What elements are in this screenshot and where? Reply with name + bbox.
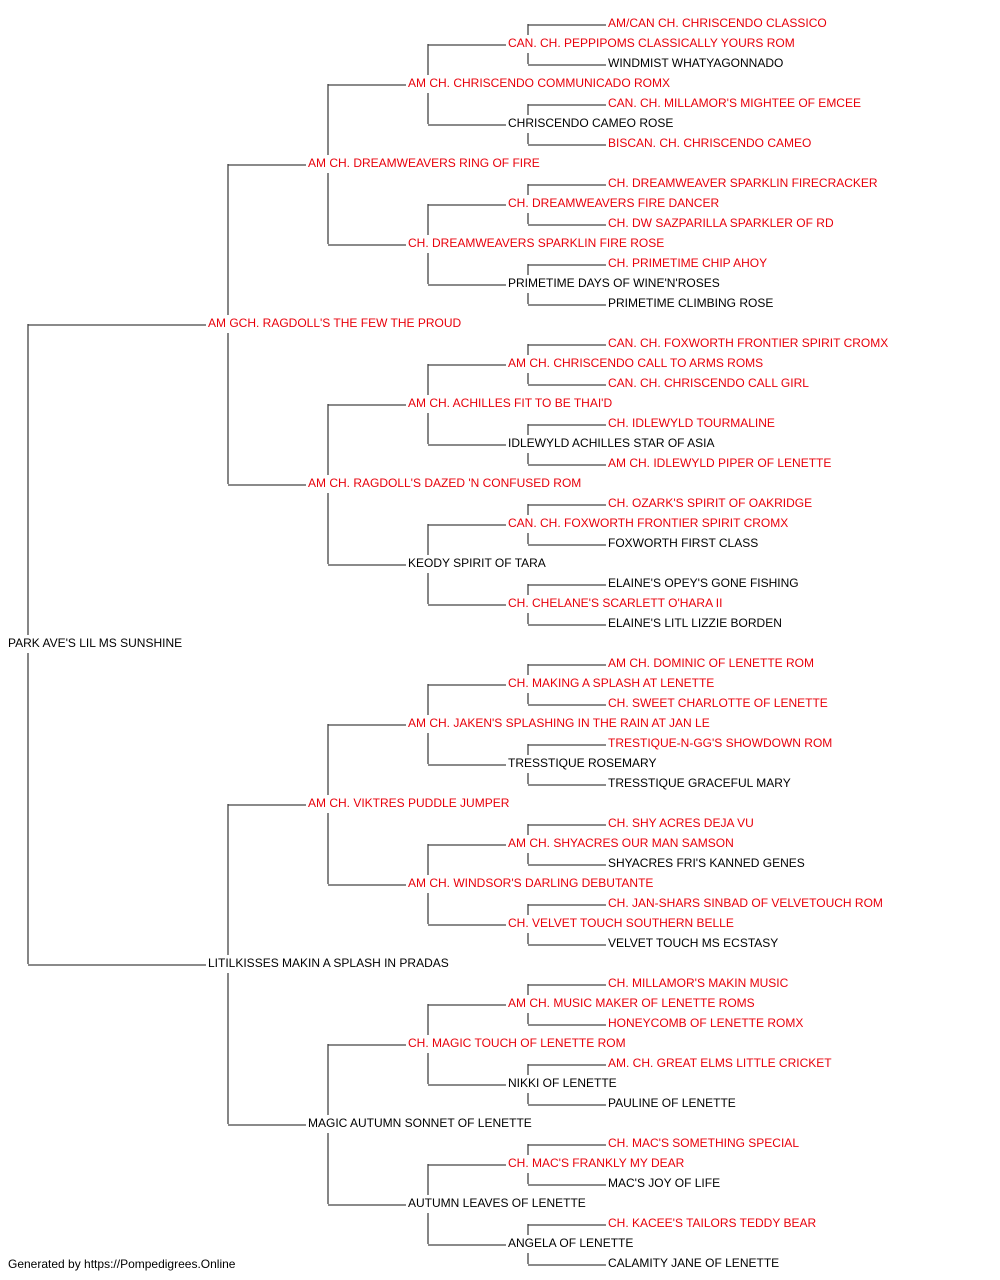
pedigree-node: CH. VELVET TOUCH SOUTHERN BELLE [508,916,734,930]
pedigree-node: IDLEWYLD ACHILLES STAR OF ASIA [508,436,715,450]
pedigree-node: ELAINE'S LITL LIZZIE BORDEN [608,616,782,630]
pedigree-node: CH. MAGIC TOUCH OF LENETTE ROM [408,1036,626,1050]
pedigree-node: CH. JAN-SHARS SINBAD OF VELVETOUCH ROM [608,896,883,910]
pedigree-node: ELAINE'S OPEY'S GONE FISHING [608,576,799,590]
pedigree-node: AUTUMN LEAVES OF LENETTE [408,1196,586,1210]
pedigree-node: AM CH. VIKTRES PUDDLE JUMPER [308,796,510,810]
pedigree-node: CH. PRIMETIME CHIP AHOY [608,256,767,270]
pedigree-node: CH. CHELANE'S SCARLETT O'HARA II [508,596,722,610]
pedigree-node: ANGELA OF LENETTE [508,1236,633,1250]
footer-credit: Generated by https://Pompedigrees.Online [8,1257,236,1271]
pedigree-node: CH. DREAMWEAVERS SPARKLIN FIRE ROSE [408,236,664,250]
pedigree-node: CH. MAC'S FRANKLY MY DEAR [508,1156,685,1170]
pedigree-node: CH. MAC'S SOMETHING SPECIAL [608,1136,799,1150]
pedigree-node: AM CH. SHYACRES OUR MAN SAMSON [508,836,734,850]
pedigree-node: AM CH. CHRISCENDO CALL TO ARMS ROMS [508,356,763,370]
pedigree-node: AM GCH. RAGDOLL'S THE FEW THE PROUD [208,316,462,330]
pedigree-node: AM CH. JAKEN'S SPLASHING IN THE RAIN AT … [408,716,710,730]
pedigree-node: AM CH. IDLEWYLD PIPER OF LENETTE [608,456,831,470]
pedigree-node: TRESSTIQUE ROSEMARY [508,756,656,770]
pedigree-node: CH. OZARK'S SPIRIT OF OAKRIDGE [608,496,812,510]
pedigree-node: AM CH. RAGDOLL'S DAZED 'N CONFUSED ROM [308,476,581,490]
pedigree-node: LITILKISSES MAKIN A SPLASH IN PRADAS [208,956,449,970]
pedigree-node: CH. DREAMWEAVERS FIRE DANCER [508,196,719,210]
pedigree-node: AM CH. MUSIC MAKER OF LENETTE ROMS [508,996,755,1010]
pedigree-node: CH. IDLEWYLD TOURMALINE [608,416,775,430]
pedigree-node: CH. KACEE'S TAILORS TEDDY BEAR [608,1216,816,1230]
pedigree-node: AM CH. WINDSOR'S DARLING DEBUTANTE [408,876,653,890]
pedigree-node: VELVET TOUCH MS ECSTASY [608,936,778,950]
pedigree-node: MAC'S JOY OF LIFE [608,1176,720,1190]
pedigree-node: MAGIC AUTUMN SONNET OF LENETTE [308,1116,532,1130]
pedigree-node: CAN. CH. PEPPIPOMS CLASSICALLY YOURS ROM [508,36,795,50]
pedigree-node: HONEYCOMB OF LENETTE ROMX [608,1016,803,1030]
pedigree-node: AM. CH. GREAT ELMS LITTLE CRICKET [608,1056,832,1070]
pedigree-node: FOXWORTH FIRST CLASS [608,536,758,550]
pedigree-node: AM CH. CHRISCENDO COMMUNICADO ROMX [408,76,670,90]
pedigree-node: CAN. CH. CHRISCENDO CALL GIRL [608,376,809,390]
pedigree-node: PARK AVE'S LIL MS SUNSHINE [8,636,182,650]
pedigree-node: KEODY SPIRIT OF TARA [408,556,546,570]
pedigree-node: PRIMETIME CLIMBING ROSE [608,296,773,310]
pedigree-node: CAN. CH. MILLAMOR'S MIGHTEE OF EMCEE [608,96,861,110]
pedigree-node: CAN. CH. FOXWORTH FRONTIER SPIRIT CROMX [508,516,788,530]
pedigree-node: WINDMIST WHATYAGONNADO [608,56,783,70]
pedigree-node: PAULINE OF LENETTE [608,1096,736,1110]
pedigree-node: AM CH. ACHILLES FIT TO BE THAI'D [408,396,612,410]
pedigree-node: CH. MAKING A SPLASH AT LENETTE [508,676,714,690]
pedigree-node: CH. SWEET CHARLOTTE OF LENETTE [608,696,828,710]
pedigree-node: AM CH. DOMINIC OF LENETTE ROM [608,656,814,670]
pedigree-node: CALAMITY JANE OF LENETTE [608,1256,779,1270]
pedigree-node: BISCAN. CH. CHRISCENDO CAMEO [608,136,811,150]
pedigree-node: TRESTIQUE-N-GG'S SHOWDOWN ROM [608,736,832,750]
pedigree-node: AM CH. DREAMWEAVERS RING OF FIRE [308,156,540,170]
pedigree-node: CH. MILLAMOR'S MAKIN MUSIC [608,976,789,990]
pedigree-node: CHRISCENDO CAMEO ROSE [508,116,673,130]
pedigree-node: CH. DW SAZPARILLA SPARKLER OF RD [608,216,834,230]
pedigree-node: CH. DREAMWEAVER SPARKLIN FIRECRACKER [608,176,878,190]
pedigree-node: NIKKI OF LENETTE [508,1076,617,1090]
pedigree-node: CH. SHY ACRES DEJA VU [608,816,754,830]
pedigree-node: SHYACRES FRI'S KANNED GENES [608,856,805,870]
pedigree-node: CAN. CH. FOXWORTH FRONTIER SPIRIT CROMX [608,336,888,350]
pedigree-node: TRESSTIQUE GRACEFUL MARY [608,776,791,790]
pedigree-node: AM/CAN CH. CHRISCENDO CLASSICO [608,16,827,30]
pedigree-node: PRIMETIME DAYS OF WINE'N'ROSES [508,276,720,290]
